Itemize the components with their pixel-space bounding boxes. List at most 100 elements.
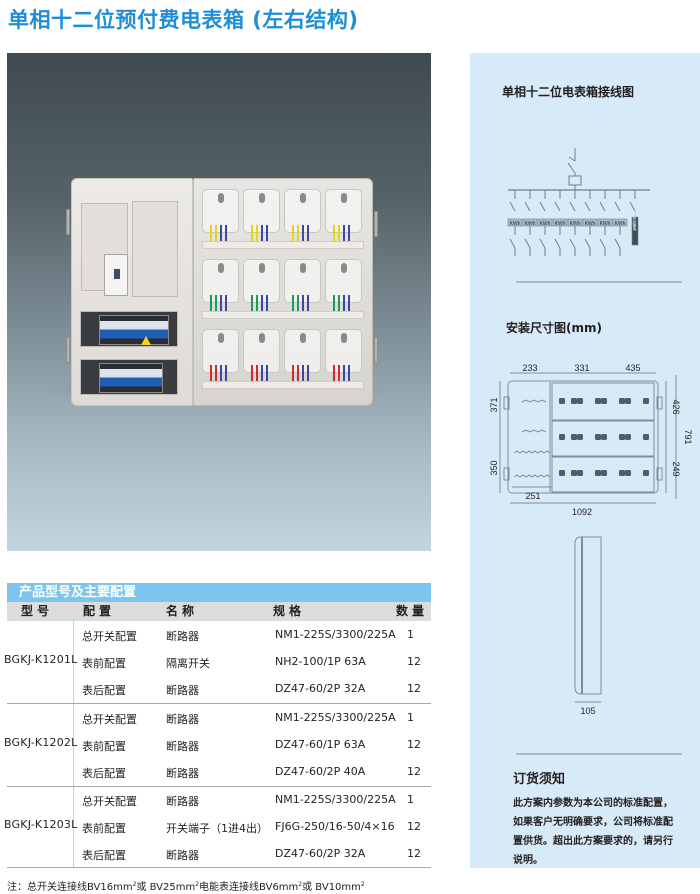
wire	[338, 365, 340, 383]
dim-label: 1092	[572, 507, 592, 517]
wire	[251, 365, 253, 383]
wire	[266, 295, 268, 313]
table-group: BGKJ-K1202L 总开关配置 断路器 NM1-225S/3300/225A…	[4, 704, 431, 786]
main-switch-mark	[568, 156, 576, 162]
superscript: 2	[360, 881, 365, 888]
meter-placeholder	[577, 398, 583, 404]
footnote: 注：总开关连接线BV16mm2或 BV25mm2电能表连接线BV6mm2或 BV…	[7, 878, 365, 893]
main-breaker	[104, 254, 128, 296]
hinge-outline	[503, 396, 510, 410]
wire	[251, 295, 253, 313]
footnote-text: 注：总开关连接线BV16mm	[7, 882, 133, 893]
din-rail	[202, 241, 364, 249]
wire	[256, 365, 258, 383]
wire	[343, 295, 345, 313]
meter-placeholder	[643, 398, 649, 404]
footnote-text: 电能表连接线BV6mm	[199, 882, 299, 893]
branch-switch	[509, 238, 516, 249]
branch-switch	[629, 201, 636, 212]
wire	[297, 295, 299, 313]
product-photo	[7, 53, 431, 551]
wire	[338, 295, 340, 313]
table-row: 表前配置 开关端子（1进4出） FJ6G-250/16-50/4×16 12	[7, 813, 431, 840]
meter-placeholder	[625, 398, 631, 404]
qty-cell: 12	[407, 738, 421, 751]
wire	[220, 365, 222, 383]
wire	[210, 295, 212, 313]
meter-row-outline	[551, 456, 655, 493]
qty-cell: 12	[407, 765, 421, 778]
config-cell: 表后配置	[82, 849, 126, 862]
name-cell: 断路器	[166, 630, 199, 643]
kwh-label: KWh	[510, 221, 521, 227]
spare-circuit-symbol	[631, 216, 639, 246]
meter-placeholder	[571, 434, 577, 440]
spec-cell: NM1-225S/3300/225A	[275, 793, 396, 806]
branch-switch	[584, 238, 591, 249]
kwh-label: KWh	[600, 221, 611, 227]
meter-placeholder	[595, 398, 601, 404]
wire	[307, 225, 309, 243]
config-cell: 总开关配置	[82, 795, 137, 808]
table-caption: 产品型号及主要配置	[7, 583, 431, 602]
wire	[302, 295, 304, 313]
box-outline	[507, 380, 659, 494]
branch-switch	[569, 201, 576, 212]
config-cell: 表后配置	[82, 684, 126, 697]
meter-placeholder	[619, 470, 625, 476]
superscript: 2	[298, 881, 303, 888]
hinge	[374, 337, 378, 363]
meter-placeholder	[625, 470, 631, 476]
order-notice-body: 此方案内参数为本公司的标准配置，如果客户无明确要求，公司将标准配置供货。超出此方…	[513, 798, 673, 866]
meter-placeholder	[559, 434, 565, 440]
spec-cell: DZ47-60/2P 32A	[275, 847, 366, 860]
meter-placeholder	[643, 470, 649, 476]
spec-cell: DZ47-60/1P 63A	[275, 738, 366, 751]
wire	[343, 365, 345, 383]
spec-cell: FJ6G-250/16-50/4×16	[275, 820, 395, 833]
dim-label: 331	[574, 363, 589, 373]
side-view-outline	[574, 536, 602, 695]
meter-row	[202, 327, 364, 393]
qty-cell: 12	[407, 655, 421, 668]
hinge-outline	[503, 467, 510, 481]
wire	[261, 295, 263, 313]
wire	[225, 225, 227, 243]
group-divider	[7, 867, 431, 868]
qty-cell: 12	[407, 820, 421, 833]
branch-switch	[554, 201, 561, 212]
mcb-row	[99, 315, 169, 345]
terminal-strip	[513, 474, 551, 478]
meter-placeholder	[601, 398, 607, 404]
terminal-strip	[513, 450, 551, 454]
name-cell: 断路器	[166, 795, 199, 808]
meter-row	[202, 257, 364, 323]
name-cell: 隔离开关	[166, 657, 210, 670]
wire	[307, 295, 309, 313]
hinge	[66, 209, 70, 235]
table-row: 总开关配置 断路器 NM1-225S/3300/225A 1	[7, 786, 431, 813]
qty-cell: 12	[407, 682, 421, 695]
pre-meter-breaker-panel	[80, 311, 178, 347]
wire	[348, 295, 350, 313]
dimension-diagram-title: 安装尺寸图(mm)	[506, 321, 602, 335]
wire	[343, 225, 345, 243]
wire	[215, 295, 217, 313]
branch-switch	[524, 201, 531, 212]
main-switch-blade	[567, 162, 576, 174]
dim-label: 426	[671, 399, 681, 414]
wire	[292, 225, 294, 243]
table-row: 表后配置 断路器 DZ47-60/2P 32A 12	[7, 675, 431, 702]
qty-cell: 12	[407, 847, 421, 860]
qty-cell: 1	[407, 711, 414, 724]
meter-grid	[202, 187, 364, 397]
branch-switch	[539, 238, 546, 249]
kwh-label: KWh	[540, 221, 551, 227]
terminal-strip	[521, 399, 547, 403]
branch-switch	[584, 201, 591, 212]
dimension-diagram: 233 331 435 251 1092 371 350 426 249 791…	[489, 363, 693, 755]
kwh-label: KWh	[555, 221, 566, 227]
